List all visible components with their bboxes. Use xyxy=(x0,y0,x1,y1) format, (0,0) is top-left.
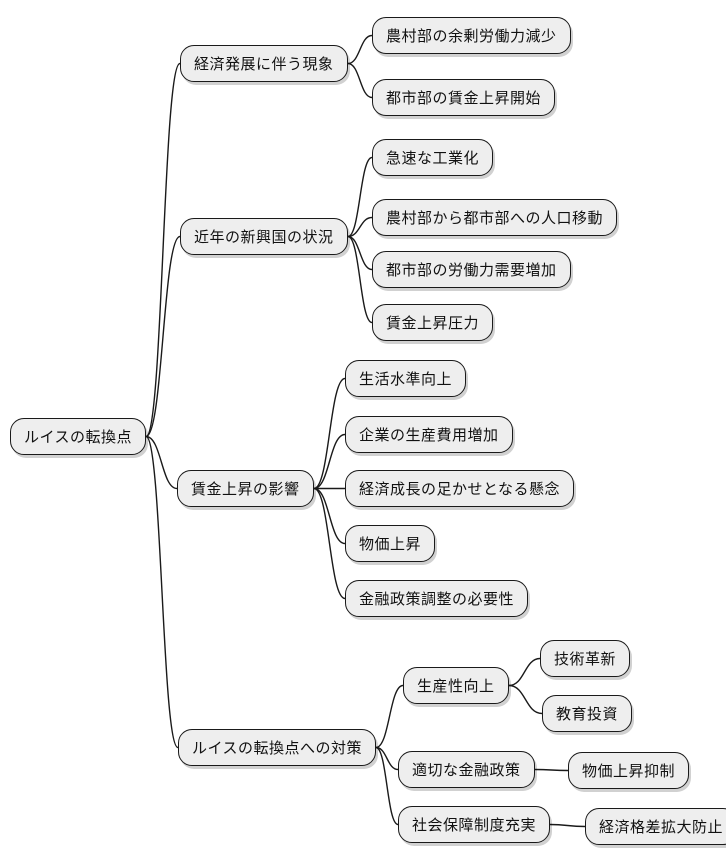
edge-n4a-n4a2 xyxy=(508,684,543,715)
node-living-standard-improvement: 生活水準向上 xyxy=(345,360,467,397)
node-inequality-prevention: 経済格差拡大防止 xyxy=(585,808,726,845)
edge-root-n4 xyxy=(145,435,179,749)
node-urban-wage-rise-start: 都市部の賃金上昇開始 xyxy=(372,79,556,116)
node-appropriate-monetary-policy: 適切な金融政策 xyxy=(398,751,535,788)
edge-n2-n2c xyxy=(347,235,373,271)
edge-root-n1 xyxy=(145,62,181,438)
node-technological-innovation: 技術革新 xyxy=(540,640,631,677)
edge-n3-n3a xyxy=(313,377,346,490)
edge-n3-n3e xyxy=(313,487,346,600)
edge-root-n3 xyxy=(145,435,178,490)
node-social-security-enhancement: 社会保障制度充実 xyxy=(398,806,551,843)
node-economic-development-phenomena: 経済発展に伴う現象 xyxy=(180,45,348,82)
edge-n3-n3d xyxy=(313,487,346,545)
edge-n3-n3b xyxy=(313,433,346,490)
node-rapid-industrialization: 急速な工業化 xyxy=(372,139,494,176)
edge-root-n2 xyxy=(145,235,181,438)
edge-n1-n1a xyxy=(347,34,373,65)
node-emerging-countries-situation: 近年の新興国の状況 xyxy=(180,218,348,255)
edge-n4c-n4c1 xyxy=(549,823,586,828)
node-lewis-turning-point: ルイスの転換点 xyxy=(10,418,147,455)
edge-n2-n2b xyxy=(347,216,373,238)
node-price-rise: 物価上昇 xyxy=(345,525,436,562)
node-monetary-policy-adjustment-need: 金融政策調整の必要性 xyxy=(345,580,529,617)
node-wage-rise-pressure: 賃金上昇圧力 xyxy=(372,304,494,341)
node-urban-labor-demand-increase: 都市部の労働力需要増加 xyxy=(372,251,571,288)
node-growth-drag-concern: 経済成長の足かせとなる懸念 xyxy=(345,470,575,507)
node-price-rise-suppression: 物価上昇抑制 xyxy=(568,752,690,789)
node-education-investment: 教育投資 xyxy=(542,695,633,732)
edge-n2-n2a xyxy=(347,156,373,238)
edge-n4b-n4b1 xyxy=(534,768,569,772)
edge-n1-n1b xyxy=(347,62,373,99)
node-productivity-improvement: 生産性向上 xyxy=(403,667,509,704)
node-production-cost-increase: 企業の生産費用増加 xyxy=(345,416,513,453)
edge-n4-n4c xyxy=(375,746,399,826)
edge-n4-n4a xyxy=(375,684,404,749)
edge-n4a-n4a1 xyxy=(508,657,541,687)
node-wage-rise-effects: 賃金上昇の影響 xyxy=(177,470,314,507)
node-countermeasures: ルイスの転換点への対策 xyxy=(178,729,377,766)
node-rural-to-urban-migration: 農村部から都市部への人口移動 xyxy=(372,199,618,236)
edge-n2-n2d xyxy=(347,235,373,324)
node-rural-surplus-labor-decline: 農村部の余剰労働力減少 xyxy=(372,17,571,54)
